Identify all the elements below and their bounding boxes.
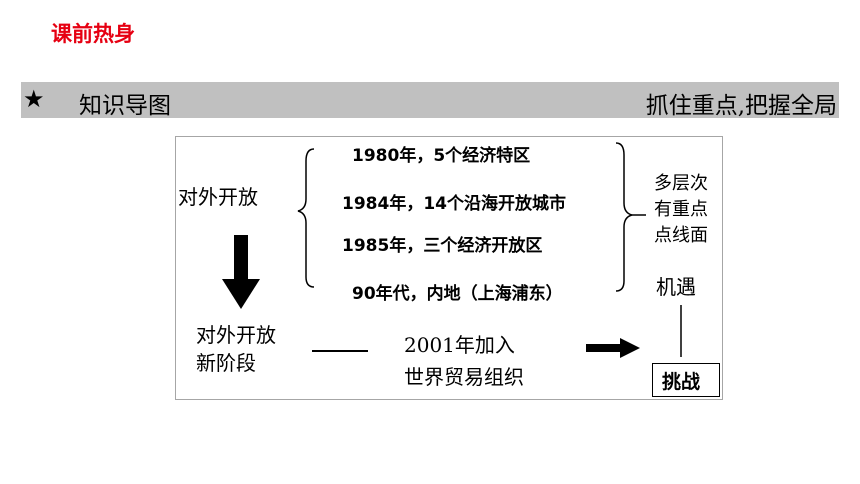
new-stage-line-2: 新阶段 (196, 351, 256, 375)
wto-line-1: 2001年加入 (404, 333, 515, 357)
pattern-line-1: 多层次 (654, 173, 708, 194)
milestone-1990s: 90年代，内地（上海浦东） (352, 284, 563, 304)
left-bracket (297, 148, 315, 288)
section-header-band: ★ 知识导图 抓住重点,把握全局 (21, 82, 839, 119)
opportunity-label: 机遇 (656, 275, 696, 299)
down-arrow-head (222, 279, 260, 309)
pattern-line-3: 点线面 (654, 225, 708, 246)
milestone-1984: 1984年，14个沿海开放城市 (342, 194, 566, 214)
down-arrow-shaft (234, 235, 248, 279)
knowledge-map-diagram: 对外开放 1980年，5个经济特区 1984年，14个沿海开放城市 1985年，… (175, 136, 723, 400)
milestone-1980: 1980年，5个经济特区 (352, 146, 531, 166)
diagram-connectors (222, 142, 682, 358)
right-bracket (615, 142, 633, 292)
wto-line-2: 世界贸易组织 (404, 365, 524, 389)
right-arrow-shaft (586, 344, 622, 352)
opening-label: 对外开放 (178, 185, 258, 209)
milestone-1985: 1985年，三个经济开放区 (342, 236, 543, 256)
section-slogan: 抓住重点,把握全局 (645, 93, 837, 119)
page-title: 课前热身 (51, 22, 135, 46)
pattern-line-2: 有重点 (654, 199, 708, 220)
section-title: 知识导图 (79, 93, 171, 119)
right-arrow-head (620, 338, 640, 358)
challenge-box: 挑战 (652, 363, 720, 397)
challenge-label: 挑战 (662, 371, 701, 393)
star-icon: ★ (23, 85, 45, 113)
new-stage-line-1: 对外开放 (196, 323, 276, 347)
